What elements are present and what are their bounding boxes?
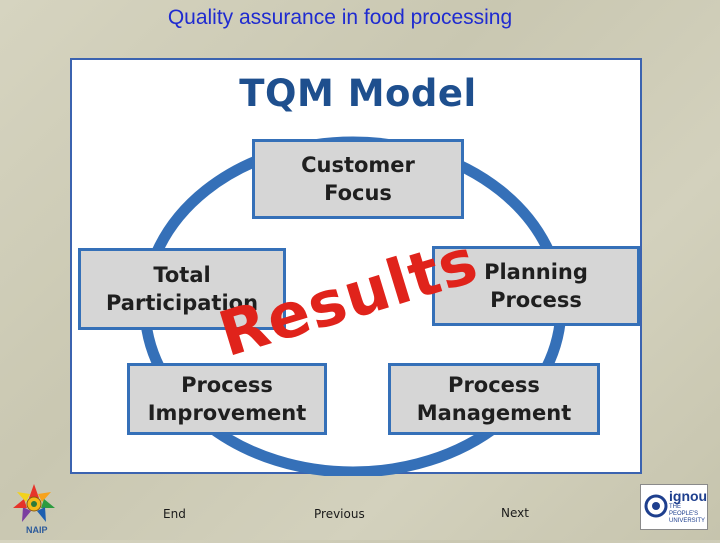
node-planning-process: Planning Process [432, 246, 640, 326]
ignou-name: ignou [669, 488, 708, 504]
node-total-participation: Total Participation [78, 248, 286, 330]
diagram-title: TQM Model [239, 72, 477, 115]
node-process-management: Process Management [388, 363, 600, 435]
node-line: Process [490, 288, 582, 312]
slide-title: Quality assurance in food processing [167, 6, 513, 29]
node-line: Process [181, 373, 273, 397]
end-link[interactable]: End [163, 507, 186, 521]
ignou-emblem-icon [644, 494, 668, 518]
node-line: Planning [484, 260, 588, 284]
ignou-tagline: THE PEOPLE'S UNIVERSITY [669, 504, 706, 524]
node-line: Customer [301, 153, 415, 177]
node-line: Focus [324, 181, 392, 205]
node-line: Total [153, 263, 211, 287]
node-line: Management [416, 401, 572, 425]
node-line: Process [448, 373, 540, 397]
node-process-improvement: Process Improvement [127, 363, 327, 435]
next-link[interactable]: Next [501, 506, 529, 520]
node-customer-focus: Customer Focus [252, 139, 464, 219]
naip-logo-text: NAIP [26, 525, 48, 535]
ignou-logo-icon: ignou THE PEOPLE'S UNIVERSITY [640, 484, 708, 530]
previous-link[interactable]: Previous [314, 507, 365, 521]
node-line: Participation [105, 291, 259, 315]
naip-sun-logo-icon: NAIP [6, 482, 68, 538]
tqm-diagram: TQM Model Customer Focus Planning Proces… [70, 58, 642, 476]
node-line: Improvement [147, 401, 307, 425]
